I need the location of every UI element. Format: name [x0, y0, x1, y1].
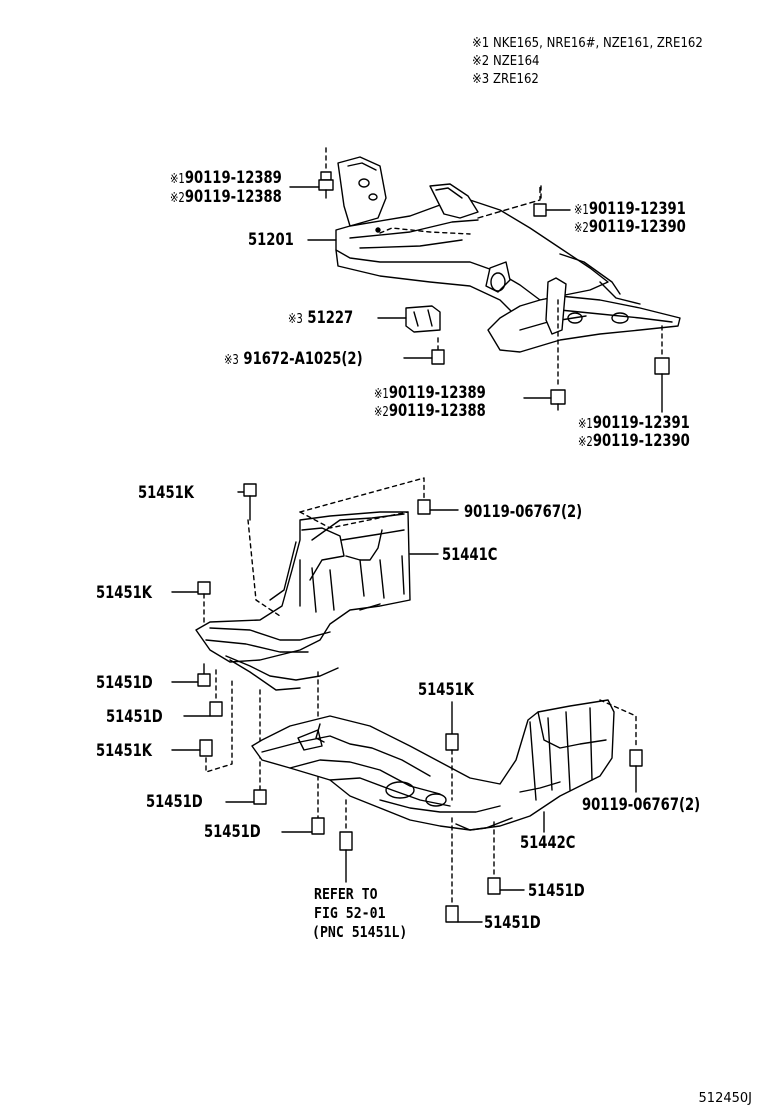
note-3: ※3 ZRE162	[472, 72, 539, 87]
label-screw-bottom-3: 51451D	[528, 881, 585, 901]
label-bracket-bolt: ※3 91672-A1025(2)	[224, 349, 363, 369]
label-bolt-cover-top: 90119-06767(2)	[464, 502, 583, 522]
label-clip-left-low: 51451K	[96, 741, 152, 761]
label-bolt-top-left-1: ※190119-12389	[170, 168, 282, 188]
rear-cover-51442c-drawing	[251, 699, 615, 831]
note-2: ※2 NZE164	[472, 54, 540, 69]
label-cover-front: 51441C	[442, 545, 498, 565]
figure-code: 512450J	[698, 1091, 752, 1106]
label-clip-left: 51451K	[96, 583, 152, 603]
front-cover-fasteners	[171, 477, 459, 819]
label-bolt-rear-right-2: ※290119-12390	[578, 431, 690, 451]
rear-cover-fasteners	[225, 699, 643, 923]
label-cover-rear: 51442C	[520, 833, 576, 853]
refer-line-3: (PNC 51451L)	[312, 923, 408, 941]
refer-line-1: REFER TO	[314, 885, 378, 903]
note-1: ※1 NKE165, NRE16#, NZE161, ZRE162	[472, 36, 703, 51]
front-cover-51441c-drawing	[195, 511, 411, 691]
label-screw-bottom-2: 51451D	[204, 822, 261, 842]
label-bolt-rear-right-1: ※190119-12391	[578, 413, 690, 433]
label-bolt-top-left-2: ※290119-12388	[170, 187, 282, 207]
label-bolt-top-right-2: ※290119-12390	[574, 217, 686, 237]
label-crossmember: 51201	[248, 230, 294, 250]
label-screw-left-1: 51451D	[96, 673, 153, 693]
label-bolt-top-right-1: ※190119-12391	[574, 199, 686, 219]
label-clip-top: 51451K	[138, 483, 194, 503]
label-bolt-cover-right: 90119-06767(2)	[582, 795, 701, 815]
label-bracket: ※3 51227	[288, 308, 354, 328]
label-screw-bottom-1: 51451D	[146, 792, 203, 812]
crossmember-fasteners	[289, 147, 670, 413]
label-screw-bottom-4: 51451D	[484, 913, 541, 933]
label-bolt-mid-2: ※290119-12388	[374, 401, 486, 421]
refer-line-2: FIG 52-01	[314, 904, 386, 922]
label-clip-center: 51451K	[418, 680, 474, 700]
crossmember-51201-drawing	[335, 156, 681, 353]
label-screw-left-2: 51451D	[106, 707, 163, 727]
label-bolt-mid-1: ※190119-12389	[374, 383, 486, 403]
